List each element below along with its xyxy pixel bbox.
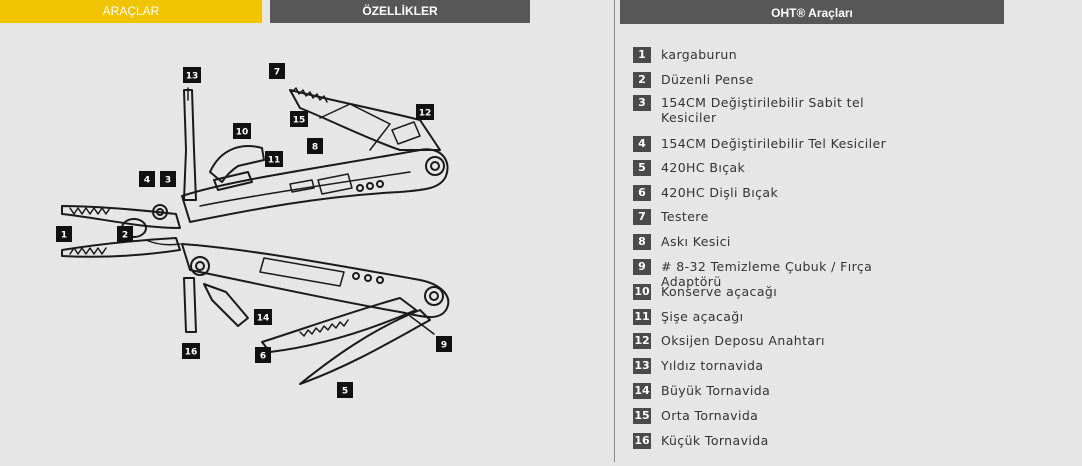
- list-item: 1 kargaburun: [633, 47, 901, 63]
- large-driver: [203, 283, 249, 327]
- svg-text:14: 14: [257, 314, 270, 324]
- tool-number: 16: [633, 433, 651, 449]
- tool-number: 10: [633, 284, 651, 300]
- svg-text:3: 3: [165, 176, 171, 186]
- svg-text:13: 13: [186, 72, 199, 82]
- tool-label: Testere: [661, 209, 709, 224]
- tool-number: 2: [633, 72, 651, 88]
- tool-label: 420HC Bıçak: [661, 160, 746, 175]
- panel-title: OHT® Araçları: [620, 0, 1004, 24]
- tool-label: Orta Tornavida: [661, 408, 759, 423]
- plier-jaw-lower: [61, 237, 181, 258]
- tool-label: kargaburun: [661, 47, 738, 62]
- svg-text:16: 16: [185, 348, 198, 358]
- tool-label: Düzenli Pense: [661, 72, 754, 87]
- list-item: 5 420HC Bıçak: [633, 160, 901, 176]
- tool-number: 6: [633, 185, 651, 201]
- straight-blade: [299, 309, 431, 385]
- tool-label: Oksijen Deposu Anahtarı: [661, 333, 825, 348]
- tool-number: 14: [633, 383, 651, 399]
- svg-text:15: 15: [293, 116, 306, 126]
- tool-label: 154CM Değiştirilebilir Sabit tel Kesicil…: [661, 95, 864, 125]
- tool-number: 15: [633, 408, 651, 424]
- callout-5: 5: [337, 382, 353, 398]
- callout-4: 4: [139, 171, 155, 187]
- tool-number: 7: [633, 209, 651, 225]
- list-item: 6 420HC Dişli Bıçak: [633, 185, 901, 201]
- small-driver: [183, 277, 197, 333]
- serrated-blade: [261, 297, 417, 353]
- svg-text:4: 4: [144, 176, 150, 186]
- svg-text:5: 5: [342, 387, 348, 397]
- list-item: 13 Yıldız tornavida: [633, 358, 901, 374]
- tool-label: 420HC Dişli Bıçak: [661, 185, 779, 200]
- svg-text:11: 11: [268, 156, 281, 166]
- multitool-illustration: 1 2 3 4 5 6 7 8 9 10 11 12 13 14 15 16: [56, 63, 452, 398]
- list-item: 15 Orta Tornavida: [633, 408, 901, 424]
- callout-7: 7: [269, 63, 285, 79]
- svg-text:8: 8: [312, 143, 318, 153]
- tool-number: 5: [633, 160, 651, 176]
- handle-lower: [181, 243, 450, 318]
- phillips-driver: [183, 89, 197, 201]
- list-item: 14 Büyük Tornavida: [633, 383, 901, 399]
- callout-3: 3: [160, 171, 176, 187]
- can-opener: [209, 145, 265, 183]
- tool-number: 4: [633, 136, 651, 152]
- callout-15: 15: [290, 111, 308, 127]
- svg-text:12: 12: [419, 109, 432, 119]
- handle-upper: [181, 148, 449, 223]
- svg-text:10: 10: [236, 128, 249, 138]
- tool-number: 3: [633, 95, 651, 111]
- list-item: 7 Testere: [633, 209, 901, 225]
- list-item: 9 # 8-32 Temizleme Çubuk / Fırça Adaptörü: [633, 259, 901, 289]
- tool-number: 8: [633, 234, 651, 250]
- list-item: 2 Düzenli Pense: [633, 72, 901, 88]
- svg-text:9: 9: [441, 341, 447, 351]
- tool-label: Yıldız tornavida: [661, 358, 764, 373]
- tool-label: Küçük Tornavida: [661, 433, 769, 448]
- tool-label: # 8-32 Temizleme Çubuk / Fırça Adaptörü: [661, 259, 873, 289]
- list-item: 8 Askı Kesici: [633, 234, 901, 250]
- tab-bar: ARAÇLAR ÖZELLİKLER: [0, 0, 530, 23]
- tool-label: Büyük Tornavida: [661, 383, 771, 398]
- callout-10: 10: [233, 123, 251, 139]
- svg-text:1: 1: [61, 231, 67, 241]
- plier-jaw-upper: [61, 205, 181, 229]
- saw-blade: [289, 89, 441, 151]
- callout-12: 12: [416, 104, 434, 120]
- tab-tools[interactable]: ARAÇLAR: [0, 0, 262, 23]
- callout-6: 6: [255, 347, 271, 363]
- tab-features[interactable]: ÖZELLİKLER: [270, 0, 530, 23]
- callout-2: 2: [117, 226, 133, 242]
- svg-text:7: 7: [274, 68, 280, 78]
- tool-number: 12: [633, 333, 651, 349]
- list-item: 10 Konserve açacağı: [633, 284, 901, 300]
- list-item: 4 154CM Değiştirilebilir Tel Kesiciler: [633, 136, 901, 152]
- tool-label: Askı Kesici: [661, 234, 731, 249]
- callout-8: 8: [307, 138, 323, 154]
- tool-number: 1: [633, 47, 651, 63]
- callout-1: 1: [56, 226, 72, 242]
- list-item: 16 Küçük Tornavida: [633, 433, 901, 449]
- multitool-diagram: 1 2 3 4 5 6 7 8 9 10 11 12 13 14 15 16: [0, 23, 614, 462]
- callout-16: 16: [182, 343, 200, 359]
- tool-label: Konserve açacağı: [661, 284, 778, 299]
- panel-divider: [614, 0, 615, 462]
- tool-number: 13: [633, 358, 651, 374]
- callout-11: 11: [265, 151, 283, 167]
- list-item: 12 Oksijen Deposu Anahtarı: [633, 333, 901, 349]
- tool-number: 11: [633, 309, 651, 325]
- svg-text:2: 2: [122, 231, 128, 241]
- callout-14: 14: [254, 309, 272, 325]
- svg-text:6: 6: [260, 352, 266, 362]
- callout-13: 13: [183, 67, 201, 83]
- list-item: 3 154CM Değiştirilebilir Sabit tel Kesici…: [633, 95, 901, 125]
- list-item: 11 Şişe açacağı: [633, 309, 901, 325]
- tool-label: 154CM Değiştirilebilir Tel Kesiciler: [661, 136, 887, 151]
- callout-9: 9: [436, 336, 452, 352]
- tool-label: Şişe açacağı: [661, 309, 744, 324]
- tool-number: 9: [633, 259, 651, 275]
